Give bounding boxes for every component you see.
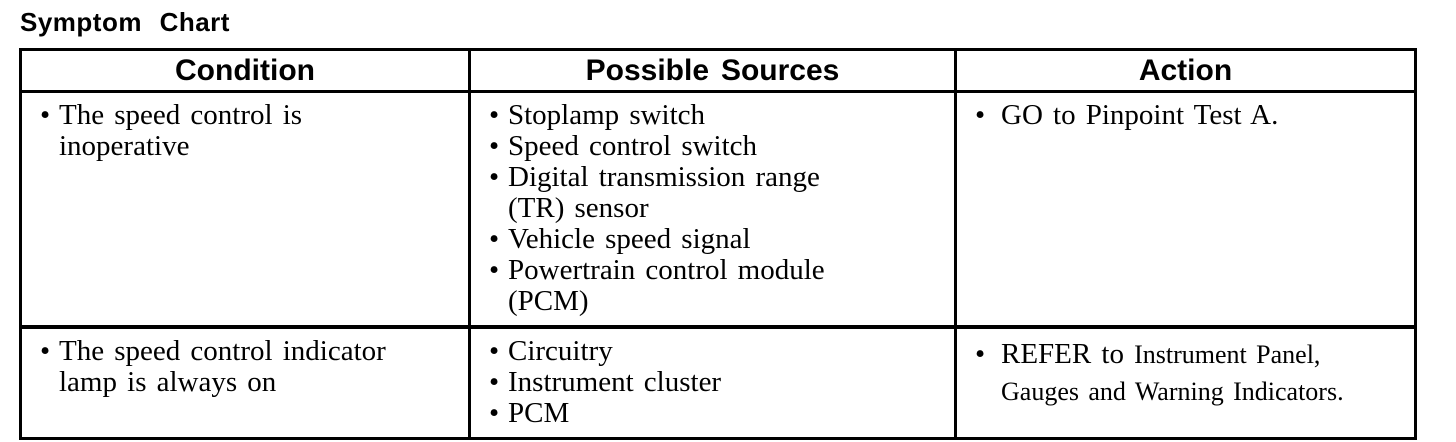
- symptom-chart-table: Condition Possible Sources Action • The …: [19, 48, 1417, 440]
- header-cell-condition: Condition: [22, 51, 471, 90]
- list-item: • REFER to Instrument Panel, Gauges and …: [957, 336, 1408, 410]
- source-text: PCM: [508, 397, 570, 429]
- action-cell: • REFER to Instrument Panel, Gauges and …: [957, 329, 1414, 437]
- table-row: • The speed control is inoperative • Sto…: [22, 93, 1414, 329]
- action-text: GO to Pinpoint Test A.: [1001, 100, 1278, 131]
- action-reference: Instrument Panel, Gauges and Warning Ind…: [1001, 340, 1344, 406]
- bullet-icon: •: [489, 223, 500, 255]
- list-item: • Instrument cluster: [471, 367, 948, 398]
- condition-text: The speed control is inoperative: [59, 99, 303, 162]
- bullet-icon: •: [975, 99, 986, 131]
- list-item: • Powertrain control module (PCM): [471, 255, 948, 317]
- sources-cell: • Stoplamp switch • Speed control switch…: [471, 93, 957, 325]
- action-text: REFER to Instrument Panel, Gauges and Wa…: [1001, 336, 1344, 410]
- action-cell: • GO to Pinpoint Test A.: [957, 93, 1414, 325]
- source-text: Powertrain control module (PCM): [508, 254, 825, 317]
- bullet-icon: •: [40, 335, 51, 367]
- source-text: Speed control switch: [508, 130, 758, 162]
- list-item: • GO to Pinpoint Test A.: [957, 100, 1408, 131]
- bullet-icon: •: [975, 338, 986, 370]
- condition-cell: • The speed control is inoperative: [22, 93, 471, 325]
- sources-cell: • Circuitry • Instrument cluster • PCM: [471, 329, 957, 437]
- source-text: Stoplamp switch: [508, 99, 706, 131]
- table-header-row: Condition Possible Sources Action: [22, 51, 1414, 93]
- list-item: • Speed control switch: [471, 131, 948, 162]
- header-cell-action: Action: [1138, 54, 1233, 87]
- action-prefix: REFER to: [1001, 338, 1124, 370]
- bullet-icon: •: [489, 130, 500, 162]
- source-text: Instrument cluster: [508, 366, 722, 398]
- page-title: Symptom Chart: [20, 7, 230, 37]
- source-text: Vehicle speed signal: [508, 223, 751, 255]
- bullet-icon: •: [489, 99, 500, 131]
- bullet-icon: •: [40, 99, 51, 131]
- bullet-icon: •: [489, 254, 500, 286]
- list-item: • Circuitry: [471, 336, 948, 367]
- bullet-icon: •: [489, 366, 500, 398]
- list-item: • The speed control is inoperative: [22, 100, 462, 162]
- list-item: • PCM: [471, 398, 948, 429]
- condition-text: The speed control indicator lamp is alwa…: [59, 335, 386, 398]
- action-prefix: GO to Pinpoint Test A.: [1001, 99, 1279, 131]
- source-text: Circuitry: [508, 335, 613, 367]
- bullet-icon: •: [489, 335, 500, 367]
- list-item: • Vehicle speed signal: [471, 224, 948, 255]
- condition-cell: • The speed control indicator lamp is al…: [22, 329, 471, 437]
- list-item: • The speed control indicator lamp is al…: [22, 336, 462, 398]
- bullet-icon: •: [489, 397, 500, 429]
- header-cell-possible-sources: Possible Sources: [471, 51, 957, 90]
- list-item: • Digital transmission range (TR) sensor: [471, 162, 948, 224]
- list-item: • Stoplamp switch: [471, 100, 948, 131]
- bullet-icon: •: [489, 161, 500, 193]
- source-text: Digital transmission range (TR) sensor: [508, 161, 820, 224]
- table-row: • The speed control indicator lamp is al…: [22, 329, 1414, 437]
